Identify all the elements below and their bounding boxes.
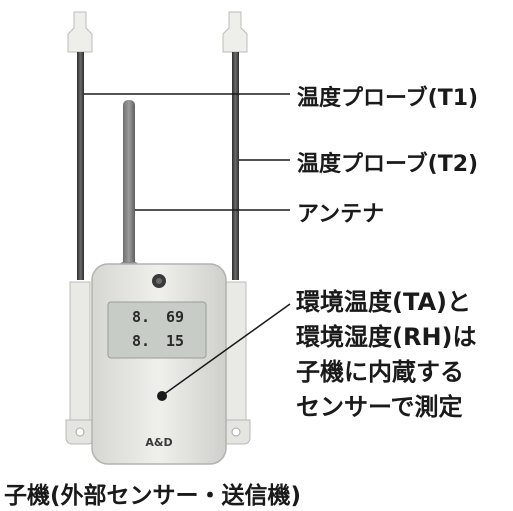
probe-t2-rod: [232, 52, 239, 280]
probe-t1-head: [67, 11, 93, 53]
lcd-row2-right: 15: [166, 332, 184, 350]
internal-sensor-dot: [157, 391, 167, 401]
label-internal-sensor: 環境温度(TA)と 環境湿度(RH)は 子機に内蔵する センサーで測定: [296, 285, 477, 425]
internal-sensor-line-2: 環境湿度(RH)は: [296, 323, 477, 351]
leader-line-internal-sensor: [162, 303, 291, 396]
temperature-probe-t2: [221, 11, 251, 445]
brand-logo: A&D: [145, 436, 172, 449]
internal-sensor-line-3: 子機に内蔵する: [296, 358, 464, 386]
lcd-row1-right: 69: [166, 308, 184, 326]
antenna: [120, 100, 138, 274]
device-housing: 8. 69 8. 15 A&D: [91, 263, 227, 465]
label-probe-t1: 温度プローブ(T1): [297, 86, 479, 111]
probe-t2-clip: [225, 281, 247, 439]
internal-sensor-line-4: センサーで測定: [296, 393, 463, 421]
internal-sensor-line-1: 環境温度(TA)と: [296, 288, 472, 316]
antenna-rod: [123, 100, 135, 272]
temperature-probe-t1: [65, 11, 95, 445]
figure-caption: 子機(外部センサー・送信機): [4, 483, 302, 509]
lcd-row1-left: 8.: [132, 308, 150, 326]
probe-t1-rod: [77, 52, 84, 280]
probe-t2-head: [222, 11, 248, 53]
lcd-screen: [107, 301, 207, 359]
lcd-row2-left: 8.: [132, 332, 150, 350]
label-probe-t2: 温度プローブ(T2): [297, 152, 479, 177]
probe-t1-clip: [69, 281, 91, 439]
leader-lines: [84, 93, 291, 396]
label-antenna: アンテナ: [297, 202, 385, 227]
